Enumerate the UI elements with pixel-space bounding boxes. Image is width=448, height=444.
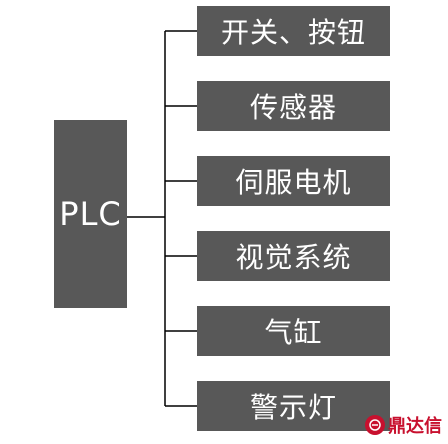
item-label: 传感器 — [249, 91, 337, 124]
item-label: 开关、按钮 — [220, 16, 366, 49]
item-label: 警示灯 — [249, 391, 337, 424]
item-switch-button: 开关、按钮 — [197, 6, 390, 56]
watermark: 鼎达信 — [365, 412, 442, 438]
watermark-text: 鼎达信 — [388, 416, 442, 437]
plc-box: PLC — [54, 120, 127, 308]
item-cylinder: 气缸 — [197, 306, 390, 356]
item-label: 伺服电机 — [235, 166, 352, 199]
watermark-logo-icon — [365, 415, 385, 435]
item-label: 气缸 — [264, 316, 323, 349]
item-label: 视觉系统 — [235, 241, 352, 274]
item-servo-motor: 伺服电机 — [197, 156, 390, 206]
item-warning-light: 警示灯 — [197, 381, 390, 431]
item-vision-system: 视觉系统 — [197, 231, 390, 281]
item-sensor: 传感器 — [197, 81, 390, 131]
plc-label: PLC — [59, 195, 122, 233]
